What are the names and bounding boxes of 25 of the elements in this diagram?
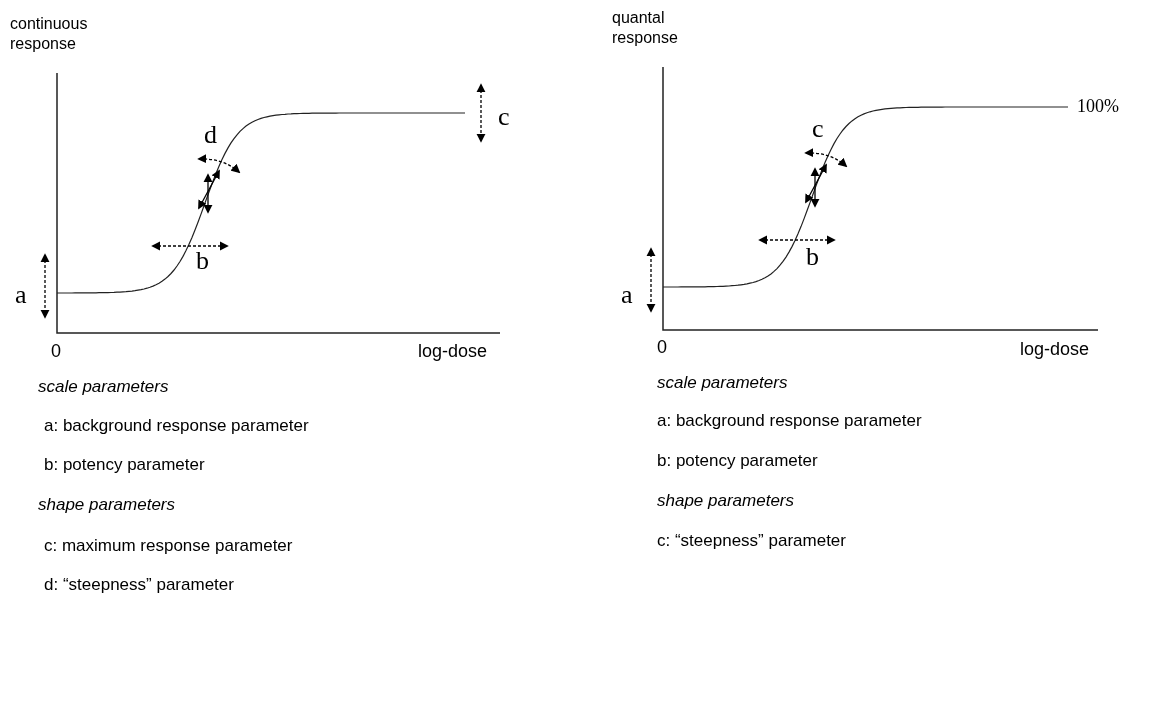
parameter-letter: a: [15, 282, 27, 308]
parameter-letter: a: [621, 282, 633, 308]
parameter-letter: c: [812, 116, 824, 142]
section-heading: scale parameters: [657, 372, 788, 394]
axis-title: log-dose: [418, 340, 488, 363]
section-heading: shape parameters: [38, 494, 176, 516]
parameter-description: b: potency parameter: [44, 454, 205, 476]
parameter-letter: d: [204, 122, 217, 148]
section-heading: scale parameters: [38, 376, 169, 398]
axis-title: continuous response: [10, 14, 89, 54]
plateau-label: 100%: [1077, 97, 1119, 115]
parameter-letter: c: [498, 104, 510, 130]
parameter-letter: b: [196, 248, 209, 274]
parameter-description: a: background response parameter: [657, 410, 922, 432]
axis-tick-label: 0: [51, 340, 61, 363]
axis-tick-label: 0: [657, 336, 667, 359]
parameter-description: b: potency parameter: [657, 450, 818, 472]
parameter-letter: b: [806, 244, 819, 270]
parameter-description: c: “steepness” parameter: [657, 530, 846, 552]
parameter-description: d: “steepness” parameter: [44, 574, 234, 596]
axis-title: log-dose: [1020, 338, 1090, 361]
section-heading: shape parameters: [657, 490, 795, 512]
parameter-description: c: maximum response parameter: [44, 535, 293, 557]
parameter-description: a: background response parameter: [44, 415, 309, 437]
axis-title: quantal response: [612, 8, 679, 48]
